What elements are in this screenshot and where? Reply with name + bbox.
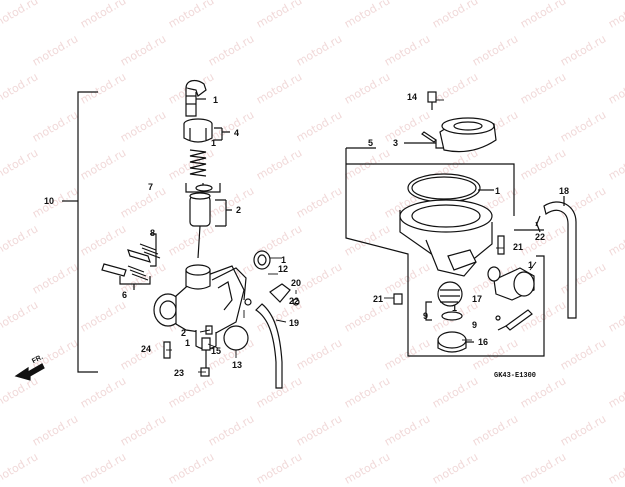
fuel-elbow-part [185, 79, 207, 117]
leader-lines [166, 99, 537, 373]
callout-2: 2 [236, 205, 242, 215]
assembly-bracket [77, 91, 98, 373]
callout-1: 1 [185, 338, 191, 348]
slide-cap-part [183, 118, 213, 143]
o-ring-part [253, 250, 271, 270]
diagram-code: GK43-E1300 [494, 372, 537, 380]
callout-9: 9 [472, 320, 478, 330]
callout-10: 10 [44, 196, 55, 206]
float-chamber-part [399, 199, 493, 277]
callout-6: 6 [122, 290, 128, 300]
callout-16: 16 [478, 337, 489, 347]
callout-22: 22 [535, 232, 546, 242]
callout-13: 13 [232, 360, 243, 370]
drain-tube-part [255, 303, 283, 389]
callout-17: 17 [472, 294, 483, 304]
float-chamber-cap [223, 325, 249, 351]
float-oring [441, 311, 463, 321]
washer-part [244, 298, 252, 306]
assembly-bracket-5 [345, 148, 545, 357]
callout-1: 1 [281, 255, 287, 265]
callout-20: 20 [291, 278, 302, 288]
jet-needle [197, 225, 201, 259]
callout-7: 7 [148, 182, 154, 192]
throttle-slide-part [189, 192, 211, 227]
pilot-screw-part [127, 243, 161, 263]
callout-9: 9 [423, 311, 429, 321]
callout-14: 14 [407, 92, 418, 102]
callout-5: 5 [368, 138, 374, 148]
callout-1: 1 [213, 95, 219, 105]
callout-1: 1 [211, 138, 217, 148]
diagram-artwork [14, 79, 577, 389]
callout-12: 12 [278, 264, 289, 274]
chamber-cover-part [439, 117, 497, 153]
float-valve-part [437, 281, 463, 307]
callout-8: 8 [150, 228, 156, 238]
callout-1: 1 [495, 186, 501, 196]
overflow-hose-part [543, 201, 577, 319]
callout-15: 15 [211, 346, 222, 356]
spring-part [189, 149, 207, 177]
callout-1: 1 [452, 303, 458, 313]
gasket-part [407, 173, 481, 203]
drain-plug-part [437, 331, 467, 349]
callout-24: 24 [141, 344, 152, 354]
direction-arrow [14, 363, 45, 381]
callout-19: 19 [289, 318, 300, 328]
idle-screw-part [101, 263, 149, 281]
callout-22: 22 [289, 296, 300, 306]
callout-4: 4 [234, 128, 240, 138]
cover-pin [421, 131, 437, 143]
callout-21: 21 [373, 294, 384, 304]
callout-3: 3 [393, 138, 399, 148]
choke-lever-part [493, 267, 535, 301]
callout-2: 2 [181, 328, 187, 338]
choke-oring [487, 266, 501, 282]
screw-21-left [393, 293, 403, 305]
bolt-14-part [427, 91, 437, 110]
carburetor-body-part [153, 264, 247, 350]
callout-1: 1 [528, 260, 534, 270]
callout-21: 21 [513, 242, 524, 252]
callout-23: 23 [174, 368, 185, 378]
jet-part [269, 283, 291, 303]
callout-18: 18 [559, 186, 570, 196]
screw-21-right [497, 235, 505, 255]
choke-screw-part [505, 309, 533, 331]
